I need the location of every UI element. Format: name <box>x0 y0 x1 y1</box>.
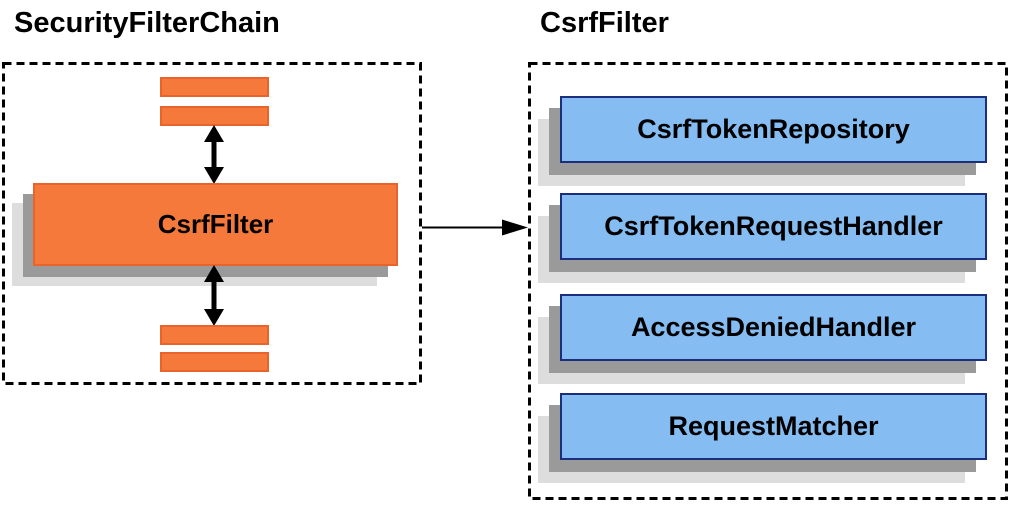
security-filter-chain-container <box>2 62 422 385</box>
component-box-request-matcher: RequestMatcher <box>560 393 987 460</box>
dashed-border <box>528 62 1008 500</box>
filter-bar-bottom-1 <box>160 325 269 345</box>
filter-bar-bottom-2 <box>160 352 269 372</box>
filter-bar-top-1 <box>160 77 269 97</box>
csrf-filter-box: CsrfFilter <box>33 183 398 266</box>
dashed-border <box>2 62 422 385</box>
right-arrow-icon <box>422 219 528 236</box>
up-down-arrow-icon <box>204 265 224 326</box>
csrf-filter-container <box>528 62 1008 500</box>
component-box-access-denied-handler: AccessDeniedHandler <box>560 294 987 361</box>
csrf-filter-title: CsrfFilter <box>540 7 669 39</box>
up-down-arrow-icon <box>204 125 224 184</box>
security-filter-chain-title: SecurityFilterChain <box>14 7 280 39</box>
component-box-csrf-token-request-handler: CsrfTokenRequestHandler <box>560 193 987 260</box>
filter-bar-top-2 <box>160 106 269 126</box>
component-box-csrf-token-repository: CsrfTokenRepository <box>560 96 987 163</box>
